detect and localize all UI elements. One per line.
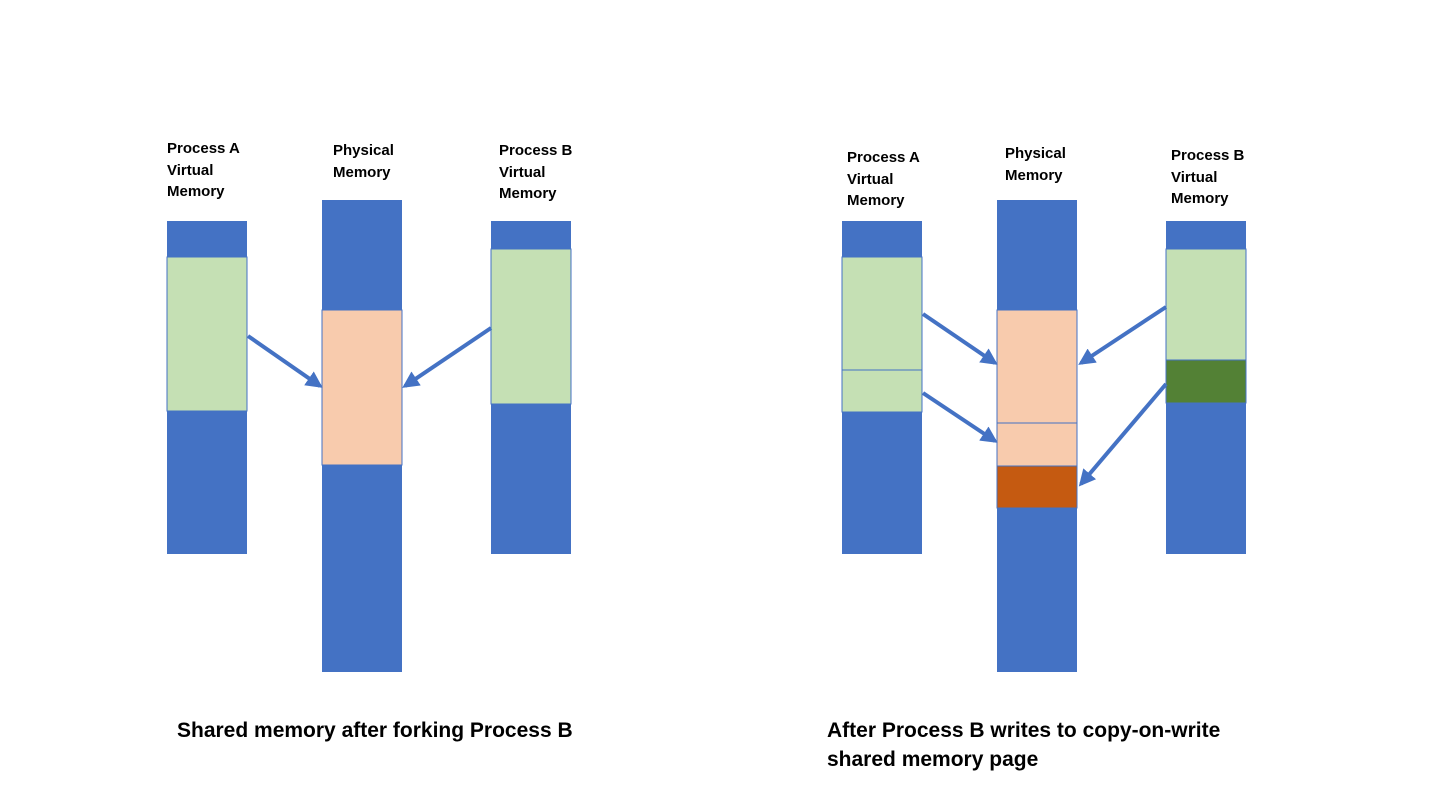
right-physical-copied-page	[996, 465, 1078, 509]
left-process-b-shared-region	[490, 248, 572, 405]
right-physical-shared-page-1	[996, 309, 1078, 424]
left-physical-memory-label: Physical Memory	[333, 142, 394, 181]
right-arrow-a1-to-physical	[921, 312, 998, 365]
right-process-b-written-page	[1165, 359, 1247, 404]
right-process-a-shared-page-2	[841, 369, 923, 413]
right-physical-shared-page-2	[996, 422, 1078, 467]
right-process-b-label: Process B Virtual Memory	[1171, 147, 1245, 207]
left-physical-shared-page	[321, 309, 403, 466]
right-process-b-shared-page	[1165, 248, 1247, 361]
right-arrow-a2-to-physical	[921, 391, 998, 443]
left-process-b-label: Process B Virtual Memory	[499, 142, 573, 202]
right-arrow-b2-to-copied	[1078, 382, 1168, 487]
left-process-a-label: Process A Virtual Memory	[167, 140, 240, 200]
right-caption: After Process B writes to copy-on-write …	[827, 719, 1221, 771]
left-caption: Shared memory after forking Process B	[177, 719, 573, 742]
left-arrow-a-to-physical	[246, 334, 323, 388]
right-process-a-label: Process A Virtual Memory	[847, 149, 920, 209]
right-physical-memory-label: Physical Memory	[1005, 145, 1066, 184]
right-arrow-b1-to-physical	[1078, 305, 1168, 365]
left-process-a-shared-region	[166, 256, 248, 412]
left-arrow-b-to-physical	[402, 326, 493, 388]
right-process-a-shared-page-1	[841, 256, 923, 371]
